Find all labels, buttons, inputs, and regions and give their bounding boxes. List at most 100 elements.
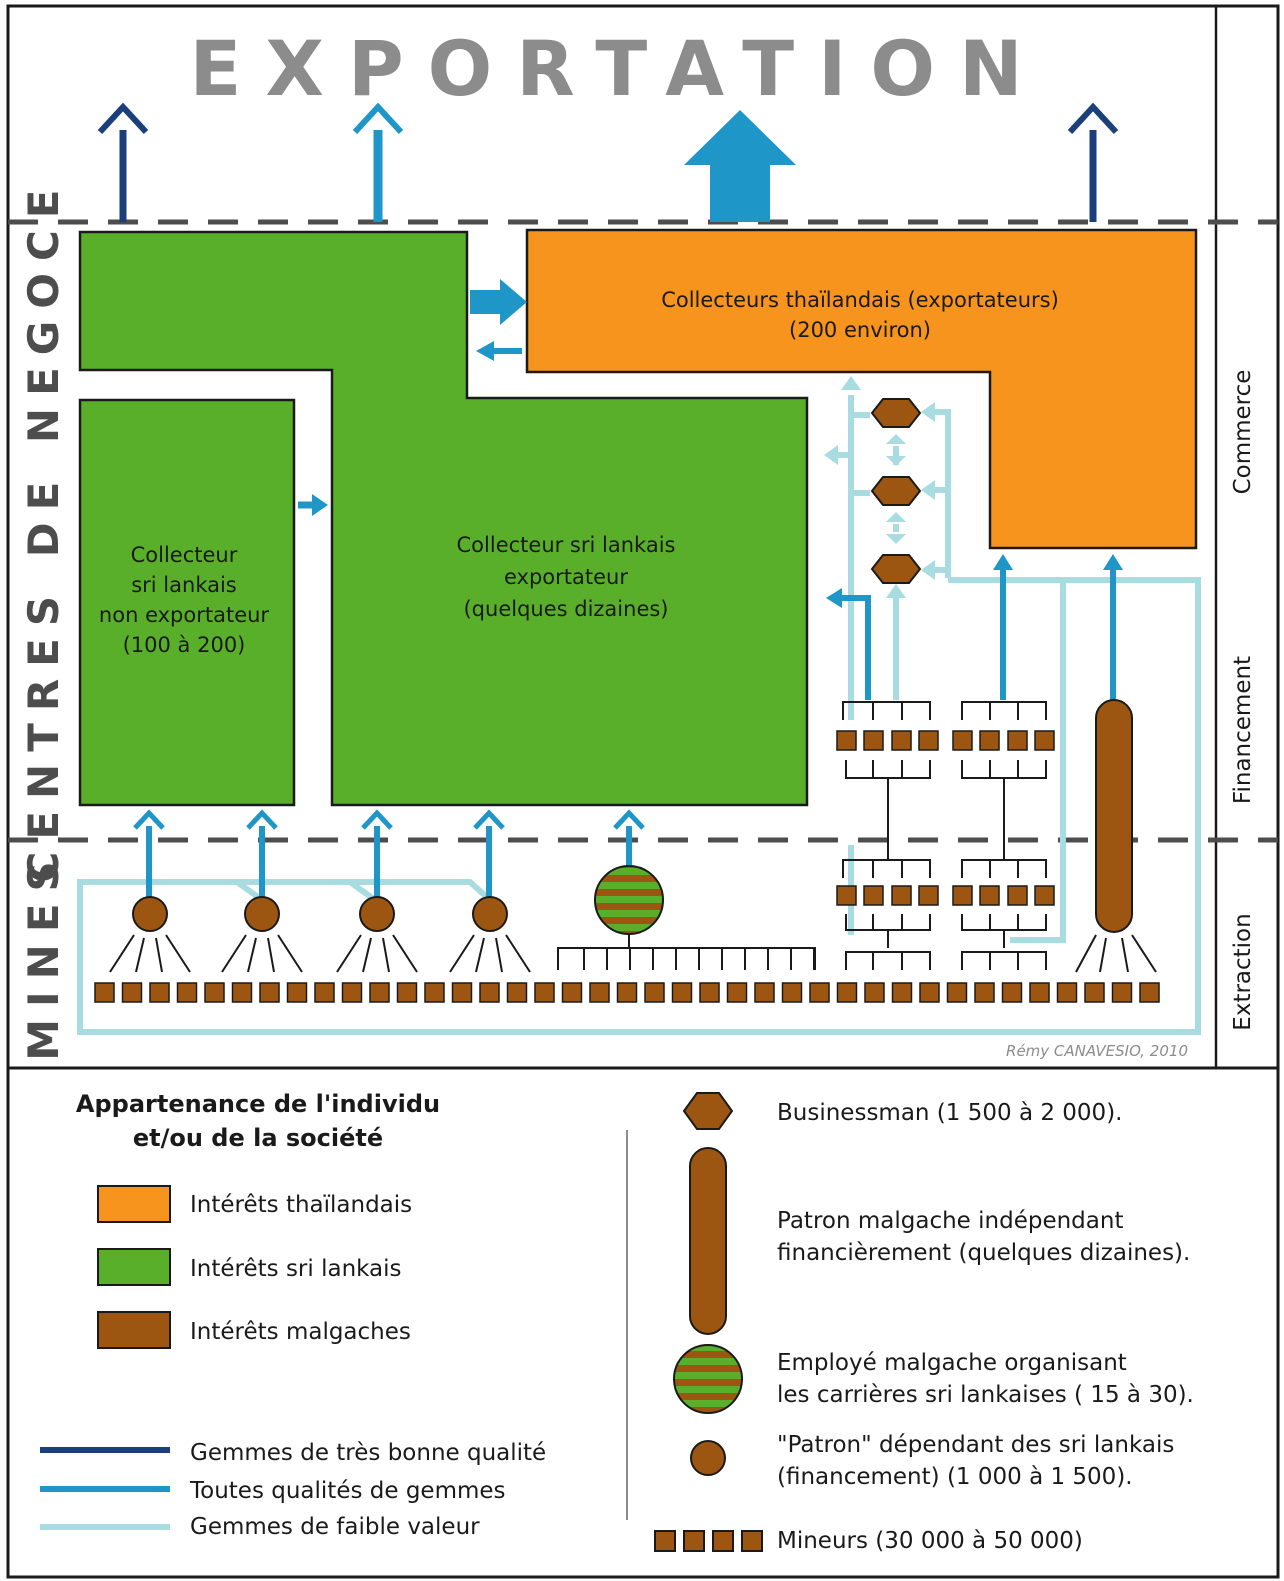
miner-square bbox=[809, 982, 830, 1003]
arrowhead bbox=[921, 560, 935, 580]
miner-square bbox=[451, 982, 473, 1003]
arrowhead bbox=[824, 445, 838, 465]
level-label-extraction: Extraction bbox=[1230, 913, 1256, 1030]
legend-employee-line2: les carrières sri lankaises ( 15 à 30). bbox=[777, 1382, 1194, 1408]
miner-square bbox=[341, 982, 363, 1003]
legend-businessman-icon bbox=[682, 1092, 734, 1130]
legend-label-all-qualities: Toutes qualités de gemmes bbox=[189, 1478, 506, 1504]
export-arrowhead-all-qualities bbox=[352, 102, 404, 135]
legend-title-line1: Appartenance de l'individu bbox=[76, 1090, 440, 1118]
miner-square bbox=[286, 982, 308, 1003]
miner-square bbox=[506, 982, 528, 1003]
miner-square bbox=[1007, 885, 1028, 906]
miner-square bbox=[952, 730, 973, 751]
miner-square bbox=[231, 982, 253, 1003]
low-value-arrowheads bbox=[824, 376, 935, 598]
dependent-patron bbox=[244, 896, 280, 932]
miner-square bbox=[863, 885, 884, 906]
arrowhead bbox=[921, 402, 935, 422]
flow-to-srilankan bbox=[840, 595, 871, 700]
zone-label-negoce: CENTRES DE NEGOCE bbox=[19, 178, 68, 883]
independent-patron-rays bbox=[1075, 934, 1157, 973]
legend-miners-icon bbox=[654, 1530, 763, 1552]
employee-tree-ticks bbox=[583, 948, 815, 970]
export-arrowhead-very-good bbox=[97, 102, 149, 135]
arrow-thai-to-srilankan-head bbox=[476, 341, 494, 361]
srilankan-nonexp-line2: sri lankais bbox=[131, 573, 237, 597]
miner-square bbox=[1111, 982, 1133, 1003]
low-value-branch bbox=[1010, 580, 1066, 943]
srilankan-exporter-line3: (quelques dizaines) bbox=[463, 597, 668, 621]
miners-row bbox=[94, 982, 1160, 1003]
arrowhead bbox=[826, 588, 842, 608]
miner-square bbox=[561, 982, 583, 1003]
legend-employee-icon bbox=[673, 1344, 743, 1414]
miner-group-financed-1 bbox=[842, 701, 931, 970]
export-arrowhead-very-good-thai bbox=[1067, 102, 1119, 135]
businessman-hexagon bbox=[870, 554, 922, 584]
miner-square bbox=[204, 982, 225, 1003]
miner-square bbox=[149, 982, 170, 1003]
dependent-patron-rays bbox=[109, 934, 531, 973]
legend-label-very-good: Gemmes de très bonne qualité bbox=[190, 1440, 546, 1466]
miner-square bbox=[94, 982, 115, 1003]
box-srilankan-exporter bbox=[78, 230, 809, 807]
arrowhead bbox=[841, 376, 861, 390]
miner-square bbox=[314, 982, 335, 1003]
srilankan-nonexp-line3: non exportateur bbox=[99, 603, 269, 627]
miner-square bbox=[918, 730, 939, 751]
export-big-arrow-thai bbox=[684, 110, 796, 222]
miner-square bbox=[979, 730, 1000, 751]
miner-group-financed-2 bbox=[961, 701, 1047, 970]
legend-swatch-thai bbox=[97, 1185, 171, 1223]
miner-square bbox=[891, 730, 912, 751]
miner-square bbox=[919, 982, 940, 1003]
miner-square bbox=[891, 982, 913, 1003]
zone-label-mines: MINES bbox=[19, 849, 68, 1061]
businessman-hexagon bbox=[870, 476, 922, 506]
dependent-patron bbox=[472, 896, 508, 932]
miner-square bbox=[1001, 982, 1023, 1003]
arrowhead bbox=[886, 456, 906, 466]
dependent-patrons bbox=[132, 896, 508, 932]
arrowhead bbox=[921, 480, 935, 500]
legend-swatch-srilankan bbox=[97, 1248, 171, 1286]
independent-patron bbox=[1095, 699, 1133, 933]
arrow-srilankan-to-thai bbox=[470, 279, 527, 325]
miner-square bbox=[1034, 730, 1055, 751]
legend-miners: Mineurs (30 000 à 50 000) bbox=[777, 1528, 1083, 1554]
businessman-hexagon bbox=[870, 398, 922, 428]
arrowhead bbox=[886, 584, 906, 598]
legend-label-thai: Intérêts thaïlandais bbox=[190, 1192, 412, 1218]
low-value-branch bbox=[348, 879, 377, 903]
miner-square bbox=[176, 982, 198, 1003]
legend-label-srilankan: Intérêts sri lankais bbox=[190, 1256, 402, 1282]
legend-title-line2: et/ou de la société bbox=[133, 1124, 383, 1152]
srilankan-nonexp-line1: Collecteur bbox=[131, 543, 238, 567]
legend-dependent-patron-icon bbox=[690, 1440, 726, 1476]
miner-square bbox=[1056, 982, 1078, 1003]
miner-square bbox=[534, 982, 555, 1003]
miner-square bbox=[644, 982, 665, 1003]
miner-square bbox=[863, 730, 884, 751]
arrow-nonexp-to-exp-head bbox=[312, 494, 328, 516]
export-arrows bbox=[97, 102, 1119, 222]
mine-to-collector-flows bbox=[146, 826, 632, 900]
thai-box-line1: Collecteurs thaïlandais (exportateurs) bbox=[661, 288, 1059, 312]
miner-square bbox=[671, 982, 693, 1003]
miner-square bbox=[864, 982, 885, 1003]
legend-businessman: Businessman (1 500 à 2 000). bbox=[777, 1100, 1122, 1126]
miner-square bbox=[754, 982, 775, 1003]
dependent-patron bbox=[359, 896, 395, 932]
miner-square bbox=[836, 982, 858, 1003]
dependent-patron bbox=[132, 896, 168, 932]
miner-square bbox=[424, 982, 445, 1003]
miner-square bbox=[1084, 982, 1105, 1003]
miner-square bbox=[1007, 730, 1028, 751]
thai-box-line2: (200 environ) bbox=[789, 318, 931, 342]
miner-square bbox=[259, 982, 280, 1003]
legend-label-malagasy: Intérêts malgaches bbox=[190, 1319, 411, 1345]
legend-swatch-malagasy bbox=[97, 1311, 171, 1349]
legend-dependent-patron-line1: "Patron" dépendant des sri lankais bbox=[777, 1432, 1174, 1458]
miner-square bbox=[891, 885, 912, 906]
